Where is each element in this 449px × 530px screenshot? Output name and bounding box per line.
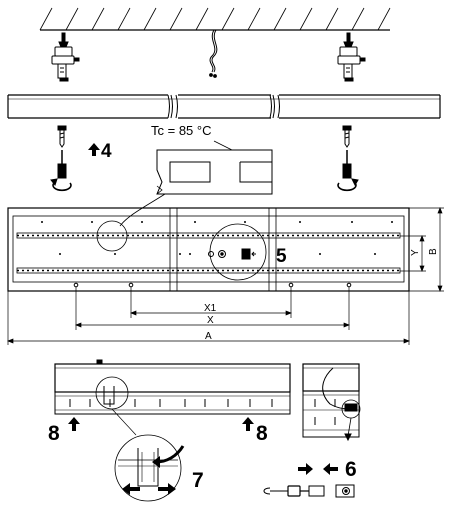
screwdriver-icon [57, 150, 67, 179]
up-arrow-icon [68, 417, 80, 431]
drill-icon [337, 32, 366, 82]
ceiling [39, 7, 391, 31]
step-8-left-label: 8 [48, 422, 60, 445]
tc-temperature-label: Tc = 85 °C [151, 123, 211, 138]
detail-circle-led [96, 220, 128, 252]
up-arrow-icon [242, 417, 254, 431]
fixture-end-view [302, 363, 360, 438]
dimension-a-label: A [205, 331, 212, 342]
dimension-b-label: B [428, 248, 439, 255]
detail-leader-line [111, 408, 137, 436]
detail-circle-connector [209, 223, 267, 281]
terminal-leader-line [347, 417, 352, 437]
dimension-lines [7, 207, 444, 345]
fixture-side-view-bottom [54, 359, 291, 415]
screwdriver-icon [342, 150, 352, 179]
dimension-x1-label: X1 [204, 303, 217, 314]
step-6-label: 6 [345, 458, 357, 481]
connector-icon [263, 484, 355, 498]
right-arrow-icon [158, 483, 176, 495]
tc-leader-line [119, 193, 166, 227]
curved-arrow-icon [152, 445, 185, 468]
fixture-front-view [7, 207, 410, 292]
supply-cable [209, 29, 218, 78]
left-arrow-icon [122, 483, 140, 495]
left-arrow-icon [323, 463, 338, 475]
step-5-label: 5 [276, 246, 287, 267]
step-4-label: 4 [101, 141, 112, 162]
screw-icon [342, 125, 352, 148]
up-arrow-icon [88, 143, 100, 156]
down-arrow-icon [344, 433, 352, 442]
right-arrow-icon [298, 463, 313, 475]
rotate-arrow-icon [337, 178, 359, 192]
fixture-side-view-top [7, 94, 441, 119]
screw-icon [57, 125, 67, 148]
dimension-x-label: X [207, 315, 214, 326]
rotate-arrow-icon [50, 178, 72, 192]
tc-label-panel: Tc = 85 °C [151, 123, 273, 195]
drill-icon [51, 32, 80, 82]
dimension-y-label: Y [410, 249, 421, 256]
step-8-right-label: 8 [256, 422, 268, 445]
step-7-label: 7 [192, 469, 204, 492]
